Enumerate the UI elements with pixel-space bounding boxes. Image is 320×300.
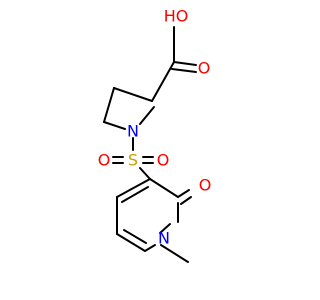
bond-ring-c3-c4-outer [116, 178, 151, 198]
pyridone-nitrogen-label: N [158, 229, 170, 248]
sulfonyl-oxygen-right-label: O [157, 151, 170, 170]
hydroxyl-label: HO [164, 7, 189, 26]
carbonyl-oxygen-label: O [198, 59, 211, 78]
bond-ring-c5-c6-outer [116, 233, 146, 252]
sulfur-label: S [128, 151, 138, 170]
bond-ring-c4-c5 [103, 87, 115, 123]
atom-labels: HO O N S O O O N [98, 7, 212, 248]
molecule-structure: HO O N S O O O N [0, 0, 300, 300]
bonds [103, 26, 197, 263]
bond-c-o-double-a [173, 61, 197, 66]
sulfonyl-oxygen-left-label: O [98, 151, 111, 170]
bond-pyridone-co-a [177, 189, 190, 198]
bond-ring-c2-n [159, 223, 171, 234]
pyrrolidine-nitrogen-label: N [127, 122, 139, 141]
background [0, 0, 300, 300]
bond-ring-c3-c2 [149, 178, 179, 198]
bond-carboxyl-ring [151, 61, 175, 102]
bond-c-o-double-b [171, 68, 197, 73]
bond-pyridone-co-b [180, 196, 192, 205]
bond-n-methyl [160, 244, 189, 263]
bond-ring-c6-n [144, 244, 156, 252]
bond-ring-c5-c6-inner [123, 229, 147, 244]
bond-ring-n-c2 [139, 106, 155, 125]
bond-ring-c3-c4 [113, 87, 153, 102]
pyridone-oxygen-label: O [199, 176, 212, 195]
bond-ring-c5-n [103, 121, 126, 130]
bond-s-ring [139, 167, 151, 180]
bond-ring-c3-c4-inner [121, 186, 149, 203]
